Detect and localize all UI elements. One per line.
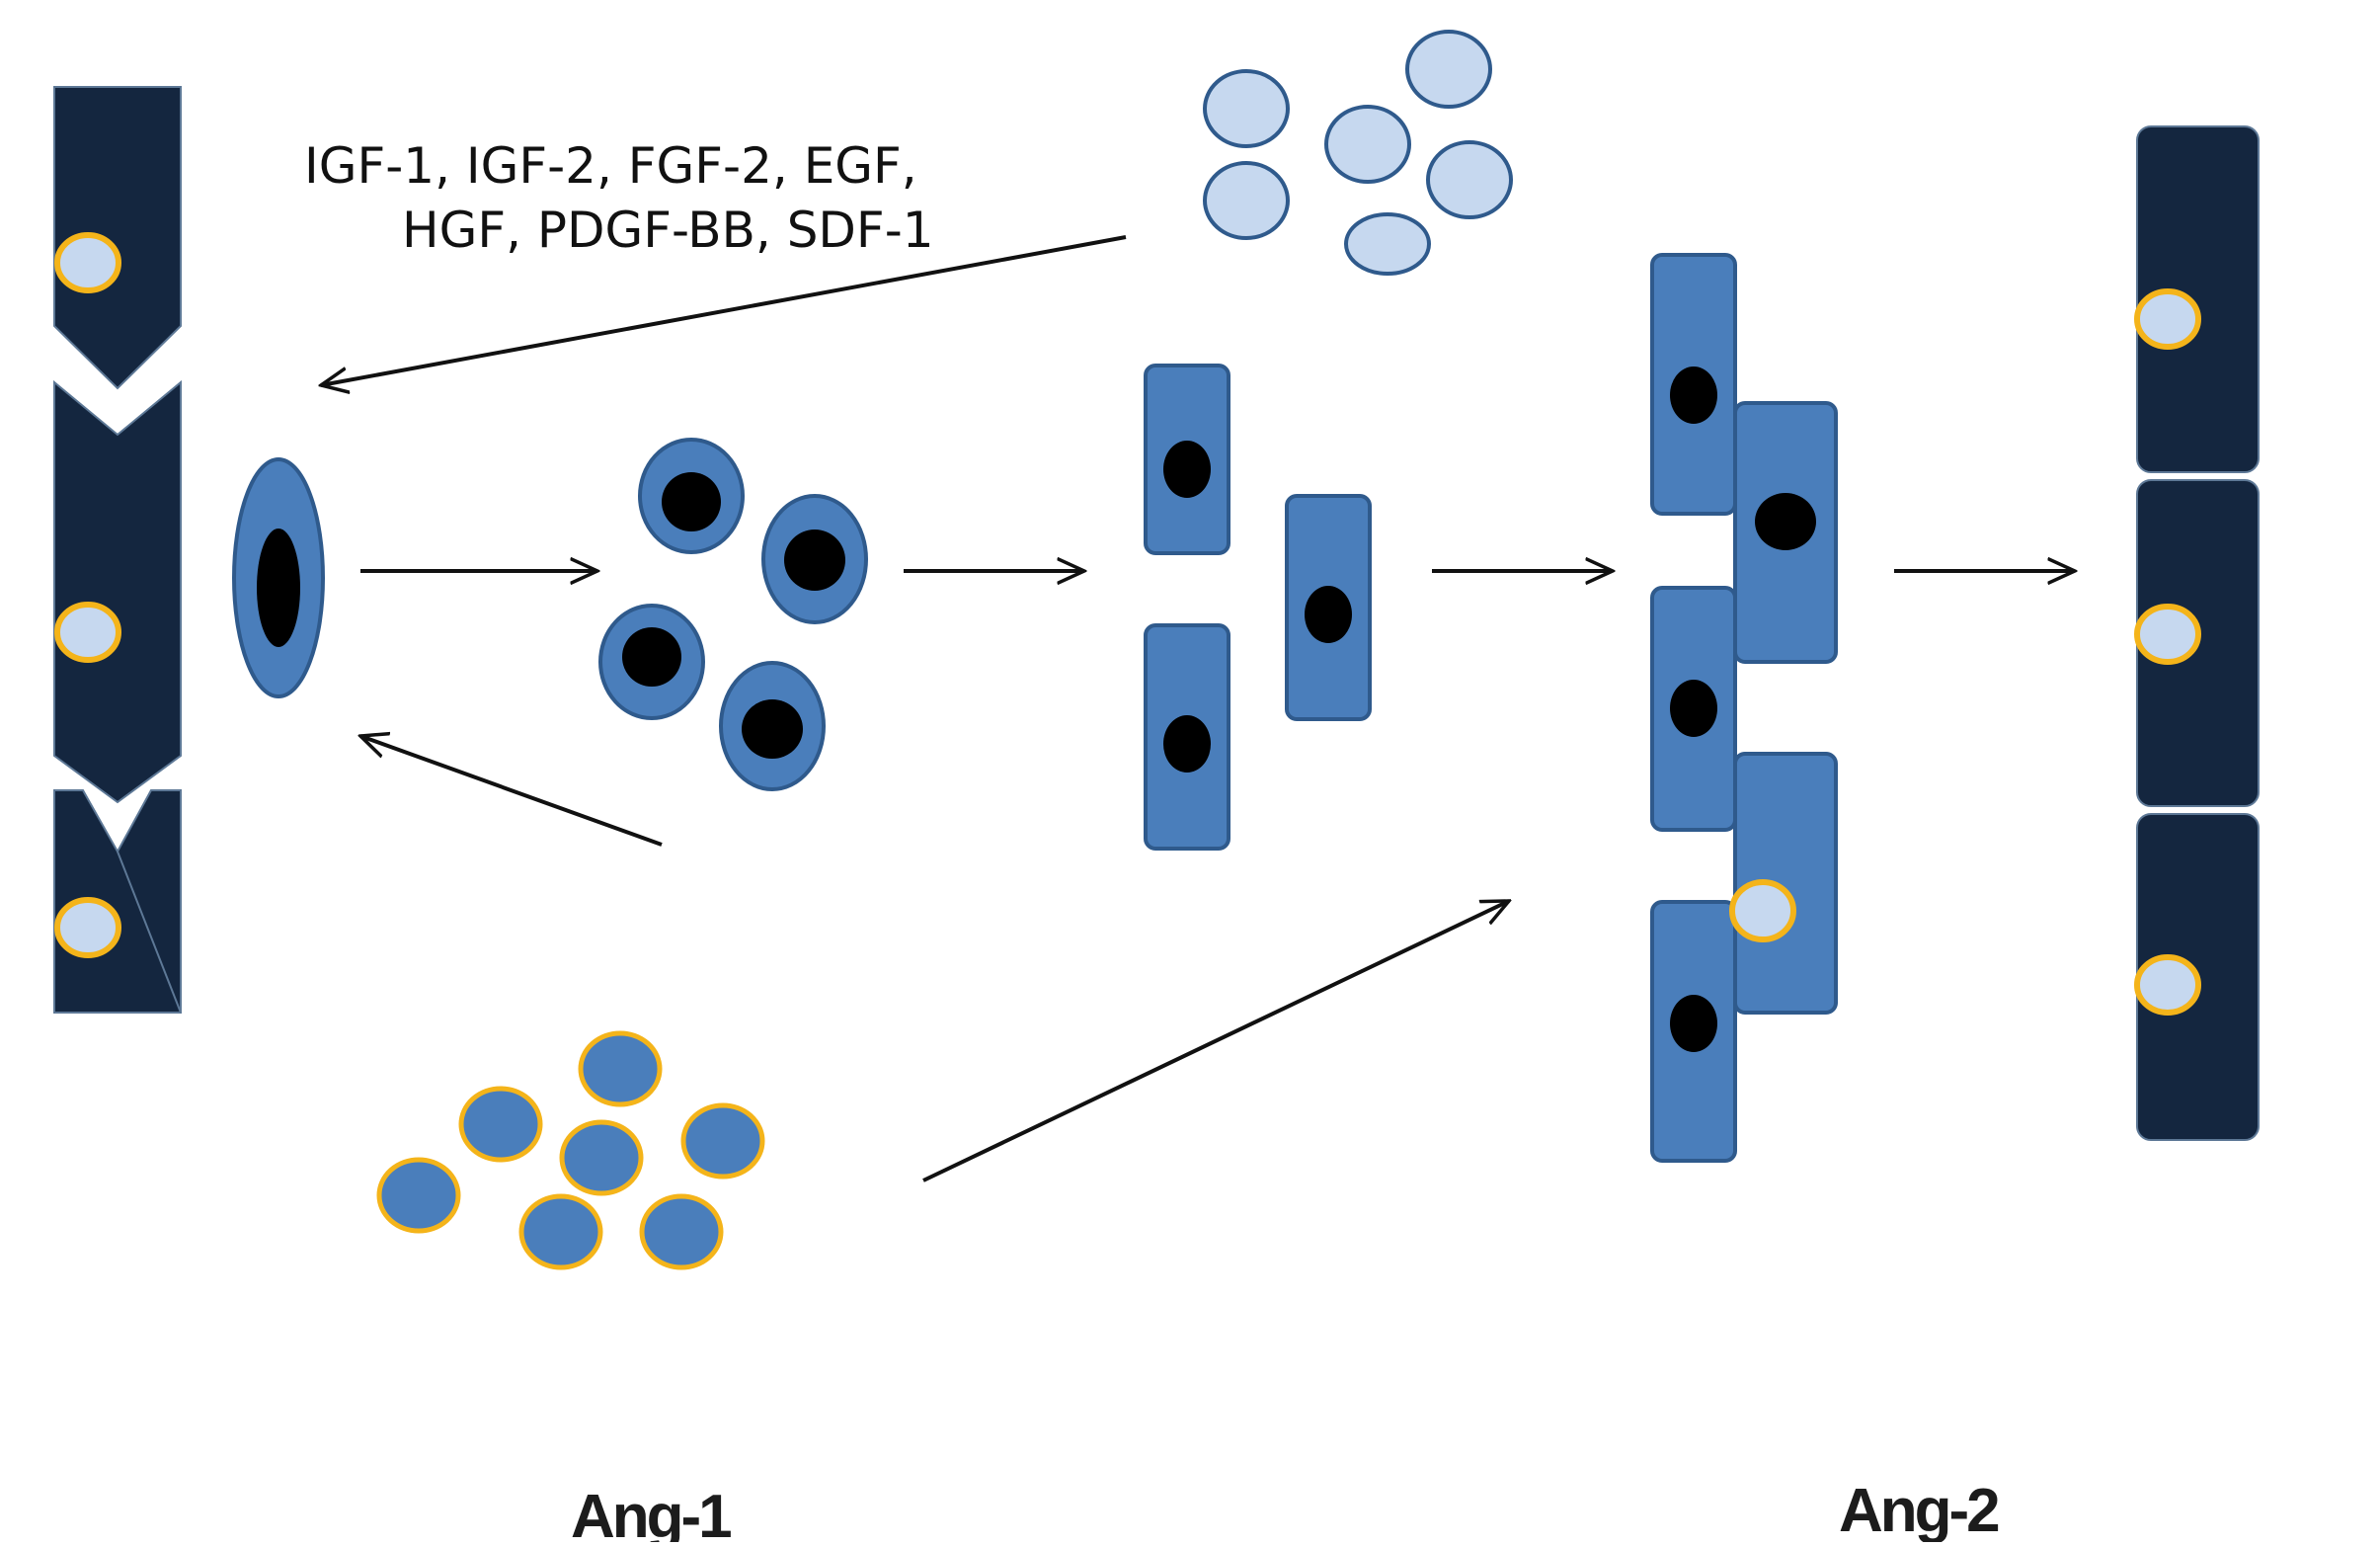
- secreting-cell: [1344, 212, 1431, 276]
- gold-rimmed-cells-cluster: [376, 1030, 765, 1270]
- fiber-segment-middle: [53, 379, 182, 804]
- activated-satellite-cell: [232, 457, 325, 698]
- growth-factors-label-line1: IGF-1, IGF-2, FGF-2, EGF,: [304, 137, 917, 195]
- fusing-cell-nucleus: [1755, 493, 1816, 550]
- gold-rimmed-cell: [458, 1086, 543, 1163]
- secreting-cells-cluster: [1203, 30, 1513, 276]
- satellite-cell-nucleus: [2134, 604, 2201, 665]
- secreting-cell: [1426, 140, 1513, 219]
- secreting-cell: [1405, 30, 1492, 109]
- gold-rimmed-cell: [559, 1119, 644, 1196]
- gold-rimmed-cell: [578, 1030, 663, 1107]
- arrow-growth-factors: [321, 235, 1127, 385]
- fiber-segment: [2136, 125, 2260, 473]
- satellite-cell-nucleus: [54, 602, 121, 663]
- gold-rimmed-cell: [680, 1102, 765, 1180]
- ang2-label: Ang-2: [1839, 1477, 1998, 1542]
- growth-factors-label-line2: HGF, PDGF-BB, SDF-1: [402, 202, 934, 259]
- arrow-recruitment: [922, 901, 1509, 1182]
- differentiating-myocytes: [1144, 364, 1372, 851]
- gold-rimmed-cell: [639, 1193, 724, 1270]
- gold-rimmed-cell: [376, 1157, 461, 1234]
- myoblast-nucleus: [662, 472, 721, 531]
- satellite-cell-nucleus: [54, 232, 121, 293]
- satellite-cell-nucleus: [2134, 954, 2201, 1016]
- myoblast-nucleus: [742, 699, 803, 759]
- satellite-cell-nucleus: [54, 897, 121, 958]
- secreting-cell: [1203, 161, 1290, 240]
- myocyte-nucleus: [1163, 441, 1211, 498]
- fiber-segment-top: [53, 86, 182, 390]
- proliferating-myoblasts: [598, 438, 868, 791]
- fusing-myocytes: [1650, 253, 1838, 1163]
- fusing-cell: [1733, 752, 1838, 1015]
- myoblast-nucleus: [622, 627, 681, 687]
- gold-rimmed-cell: [518, 1193, 603, 1270]
- secreting-cell: [1324, 105, 1411, 184]
- myoblast-nucleus: [784, 529, 845, 591]
- regenerated-fiber: [2134, 125, 2260, 1141]
- damaged-fiber: [53, 86, 182, 1014]
- nucleus: [257, 529, 300, 647]
- satellite-cell-nucleus: [2134, 288, 2201, 350]
- fusing-cell-nucleus: [1670, 995, 1717, 1052]
- ang1-label: Ang-1: [571, 1483, 731, 1542]
- fusing-cell-nucleus: [1670, 680, 1717, 737]
- fusing-cell-satellite-nucleus: [1729, 879, 1796, 942]
- secreting-cell: [1203, 69, 1290, 148]
- myocyte-nucleus: [1163, 715, 1211, 773]
- arrow-self-renewal: [360, 736, 663, 847]
- myocyte-nucleus: [1305, 586, 1352, 643]
- fusing-cell-nucleus: [1670, 366, 1717, 424]
